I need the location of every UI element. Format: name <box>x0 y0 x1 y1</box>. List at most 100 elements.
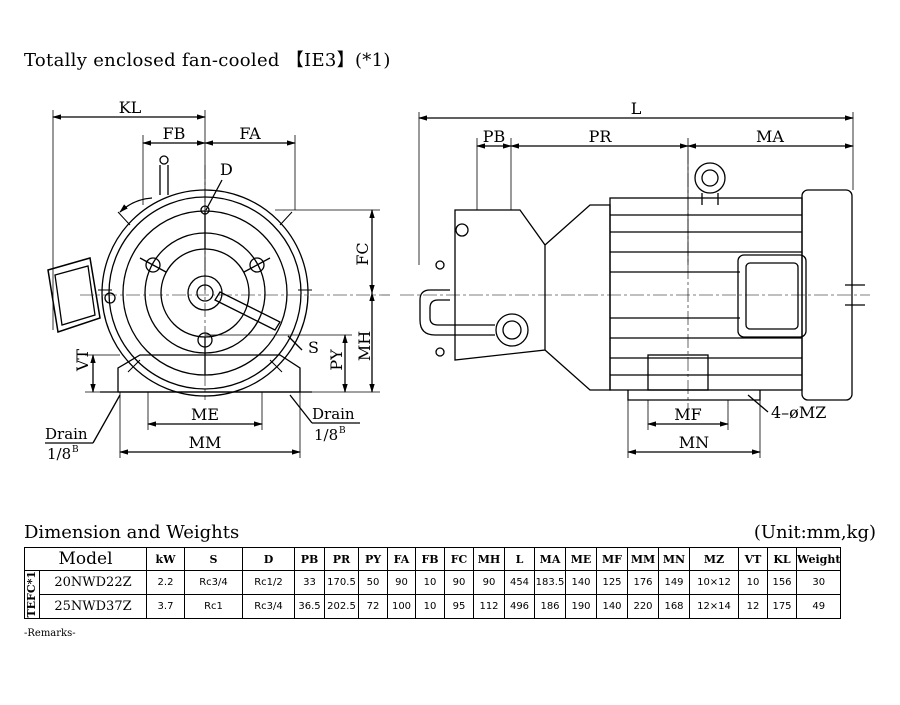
group-cell: TEFC*1 <box>24 570 40 619</box>
table-cell: 49 <box>795 593 842 619</box>
table-cell: 170.5 <box>324 570 359 595</box>
col-header-pb: PB <box>294 547 325 571</box>
label-pb: PB <box>483 127 506 146</box>
table-cell: 202.5 <box>324 593 359 619</box>
col-header-d: D <box>242 547 295 571</box>
table-cell: 168 <box>658 593 690 619</box>
table-row: TEFC*1 20NWD22Z 2.2 Rc3/4 Rc1/2 33 170.5… <box>24 570 842 619</box>
table-cell: Rc3/4 <box>242 593 295 619</box>
table-cell: 2.2 <box>146 570 185 595</box>
col-header-fb: FB <box>415 547 445 571</box>
label-drain-left: Drain <box>45 425 88 443</box>
table-cell: 140 <box>596 593 628 619</box>
label-mm: MM <box>189 433 222 452</box>
dimensions-table: Model kW S D PB PR PY FA FB FC MH L MA M… <box>24 547 842 619</box>
table-cell: 112 <box>473 593 505 619</box>
col-header-me: ME <box>565 547 597 571</box>
table-cell: 33 <box>294 570 325 595</box>
col-header-mn: MN <box>658 547 690 571</box>
table-cell: 10 <box>738 570 768 595</box>
label-d: D <box>220 160 233 179</box>
side-view-drawing <box>400 112 870 458</box>
dimension-drawings: KL FB FA D FC MH PY S VT ME MM Drain 1/8… <box>45 98 870 463</box>
table-cell: 30 <box>795 570 842 595</box>
end-view-drawing <box>45 110 390 458</box>
table-cell: 156 <box>767 570 797 595</box>
col-header-kl: KL <box>767 547 797 571</box>
table-cell: 36.5 <box>294 593 325 619</box>
label-pr: PR <box>589 127 613 146</box>
table-cell: 10 <box>415 570 445 595</box>
label-py: PY <box>327 349 346 371</box>
table-cell: 175 <box>767 593 797 619</box>
table-cell: Rc3/4 <box>184 570 243 595</box>
model-cell: 20NWD22Z <box>39 570 147 595</box>
label-mf: MF <box>674 405 701 424</box>
page-title: Totally enclosed fan-cooled 【IE3】(*1) <box>24 50 391 71</box>
table-cell: 100 <box>387 593 416 619</box>
table-row: 25NWD37Z 3.7 Rc1 Rc3/4 36.5 202.5 72 100… <box>25 593 842 619</box>
table-cell: 454 <box>504 570 535 595</box>
table-cell: Rc1/2 <box>242 570 295 595</box>
label-drain-size-right: 1/8 <box>314 426 338 444</box>
table-cell: 186 <box>534 593 566 619</box>
col-header-mm: MM <box>627 547 659 571</box>
col-header-py: PY <box>358 547 388 571</box>
remarks: -Remarks- <box>24 628 76 639</box>
label-fa: FA <box>239 124 261 143</box>
table-cell: 190 <box>565 593 597 619</box>
table-cell: 72 <box>358 593 388 619</box>
table-cell: 176 <box>627 570 659 595</box>
table-cell: 220 <box>627 593 659 619</box>
table-cell: 183.5 <box>534 570 566 595</box>
table-cell: 496 <box>504 593 535 619</box>
table-cell: 3.7 <box>146 593 185 619</box>
label-drain-size-left: 1/8 <box>47 445 71 463</box>
label-ma: MA <box>756 127 784 146</box>
drain-superscript-left: B <box>72 445 79 455</box>
label-vt: VT <box>73 349 92 373</box>
col-header-pr: PR <box>324 547 359 571</box>
drain-superscript-right: B <box>339 426 346 436</box>
end-view-labels: KL FB FA D FC MH PY S VT ME MM Drain 1/8… <box>45 98 374 463</box>
side-view-labels: L PB PR MA MF MN 4–øMZ <box>483 99 827 452</box>
label-mn: MN <box>679 433 709 452</box>
model-cell: 25NWD37Z <box>39 593 147 619</box>
col-header-fc: FC <box>444 547 474 571</box>
table-cell: 90 <box>473 570 505 595</box>
table-header-row: Model kW S D PB PR PY FA FB FC MH L MA M… <box>24 547 842 571</box>
table-cell: 10×12 <box>689 570 739 595</box>
table-cell: 125 <box>596 570 628 595</box>
col-header-l: L <box>504 547 535 571</box>
label-drain-right: Drain <box>312 405 355 423</box>
label-s: S <box>308 338 319 357</box>
col-header-kw: kW <box>146 547 185 571</box>
table-cell: 12×14 <box>689 593 739 619</box>
label-fb: FB <box>163 124 186 143</box>
table-cell: 10 <box>415 593 445 619</box>
unit-label: (Unit:mm,kg) <box>753 522 876 543</box>
table-cell: 90 <box>444 570 474 595</box>
table-cell: 140 <box>565 570 597 595</box>
col-header-s: S <box>184 547 243 571</box>
col-header-ma: MA <box>534 547 566 571</box>
label-me: ME <box>191 405 219 424</box>
label-kl: KL <box>119 98 142 117</box>
label-fc: FC <box>353 242 372 265</box>
label-mz: 4–øMZ <box>771 403 826 422</box>
table-cell: 149 <box>658 570 690 595</box>
col-header-vt: VT <box>738 547 768 571</box>
col-header-weight: Weight <box>795 547 842 571</box>
table-cell: 50 <box>358 570 388 595</box>
section-title: Dimension and Weights <box>24 522 240 543</box>
table-cell: 95 <box>444 593 474 619</box>
label-l: L <box>631 99 642 118</box>
table-cell: 12 <box>738 593 768 619</box>
table-cell: Rc1 <box>184 593 243 619</box>
col-header-mh: MH <box>473 547 505 571</box>
col-header-model: Model <box>24 547 147 571</box>
col-header-fa: FA <box>387 547 416 571</box>
table-cell: 90 <box>387 570 416 595</box>
label-mh: MH <box>355 331 374 361</box>
group-label: TEFC*1 <box>25 571 38 618</box>
